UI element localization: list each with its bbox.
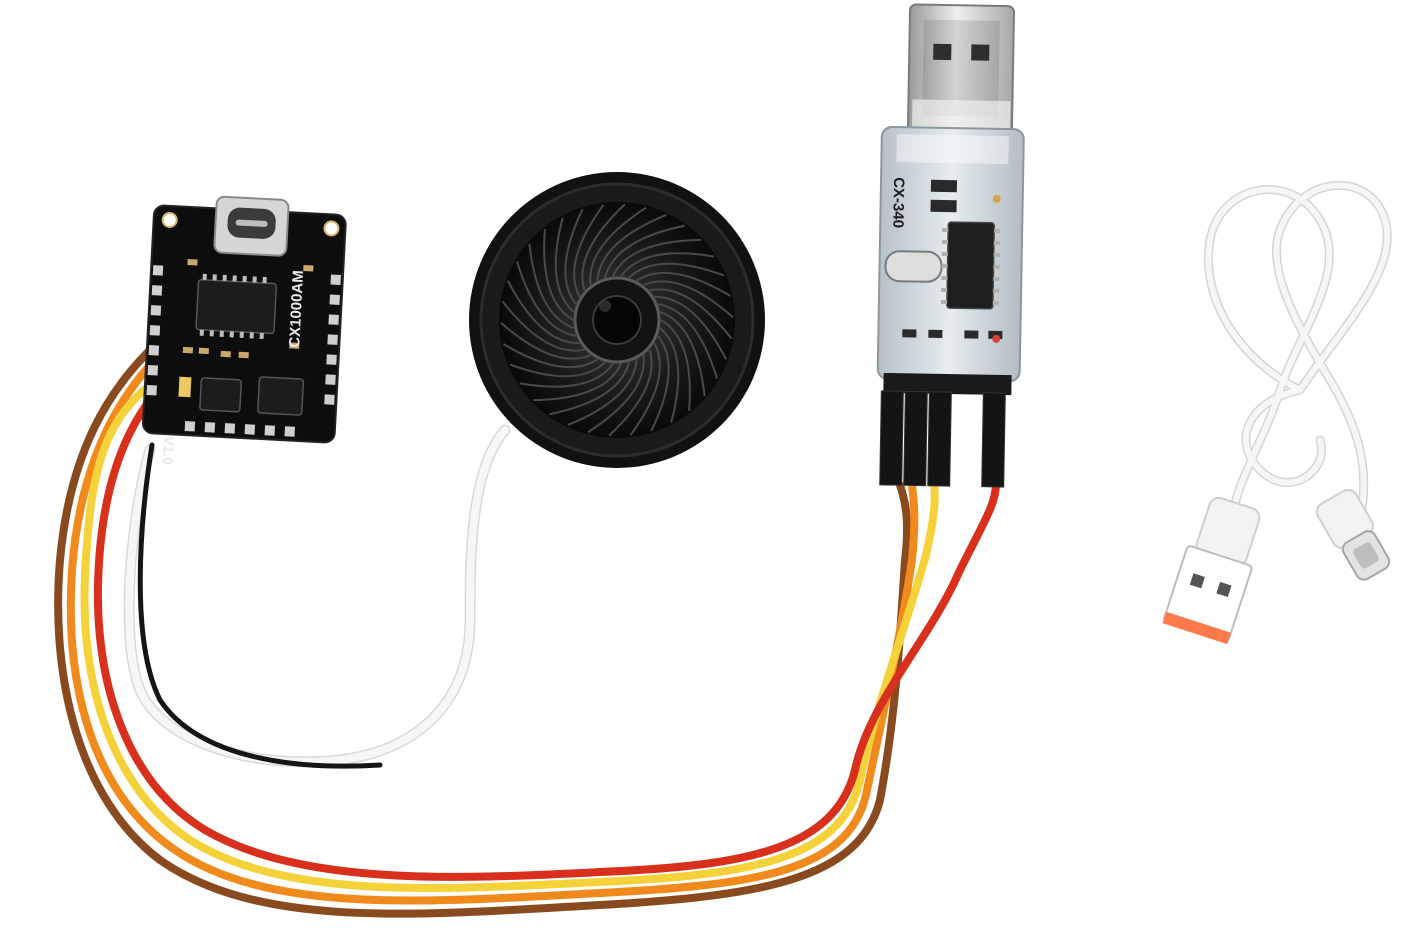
wire-brown: [54, 346, 912, 918]
amp-chip: [199, 377, 242, 413]
speaker-groove: [612, 238, 701, 277]
speaker-groove: [608, 349, 653, 437]
voice-module-board: CX1000AM V1.0: [141, 195, 347, 466]
speaker-groove: [628, 262, 725, 279]
speaker-groove: [643, 280, 734, 318]
speaker-groove: [620, 252, 715, 277]
cable-usb-a-plug: [1162, 496, 1261, 645]
speaker-groove: [659, 327, 680, 423]
speaker-groove: [603, 224, 685, 278]
speaker-groove: [650, 335, 670, 432]
usb-c-cable: [1204, 181, 1392, 535]
speaker-groove: [543, 229, 574, 321]
speaker-groove: [506, 280, 580, 345]
module-version-label: V1.0: [160, 436, 177, 466]
speaker-groove: [500, 322, 591, 360]
pin-header: [883, 372, 1012, 396]
speaker-groove: [587, 355, 645, 434]
wire-red: [93, 396, 1000, 881]
speaker-groove: [649, 288, 733, 340]
speaker-groove: [596, 214, 667, 281]
speaker-groove: [573, 204, 605, 298]
speaker-groove: [503, 343, 598, 369]
speaker-groove: [519, 363, 614, 388]
speaker-groove: [657, 303, 719, 379]
main-chip: [195, 278, 278, 335]
speaker-groove: [554, 217, 575, 313]
adapter-model-label: CX-340: [889, 177, 907, 228]
speaker-groove: [515, 261, 577, 337]
speaker-groove: [629, 342, 661, 436]
speaker-groove: [528, 243, 575, 330]
ch340-chip: [946, 221, 996, 310]
speaker-groove: [509, 361, 606, 378]
wire-yellow: [80, 381, 939, 893]
crystal: [884, 250, 943, 283]
speaker-groove: [533, 363, 622, 402]
dupont-connectors: [879, 390, 1006, 488]
speaker: [469, 172, 765, 468]
usb-to-ttl-adapter: CX-340: [876, 3, 1025, 488]
jumper-wires: [54, 346, 1000, 918]
speaker-groove: [549, 362, 631, 416]
speaker-groove: [659, 310, 706, 397]
speaker-groove: [501, 300, 585, 352]
speaker-groove: [636, 271, 731, 297]
speaker-groove: [654, 295, 728, 360]
speaker-groove: [564, 208, 584, 305]
speaker-groove: [567, 359, 638, 426]
speaker-wire-black: [137, 442, 383, 769]
speaker-grooves: [500, 203, 734, 437]
module-model-label: CX1000AM: [286, 270, 307, 348]
speaker-groove: [660, 319, 691, 411]
speaker-groove: [581, 203, 626, 291]
cable-usb-c-plug: [1316, 489, 1391, 581]
flash-chip: [257, 376, 305, 416]
speaker-groove: [589, 206, 647, 285]
speaker-wire-white: [123, 424, 511, 768]
